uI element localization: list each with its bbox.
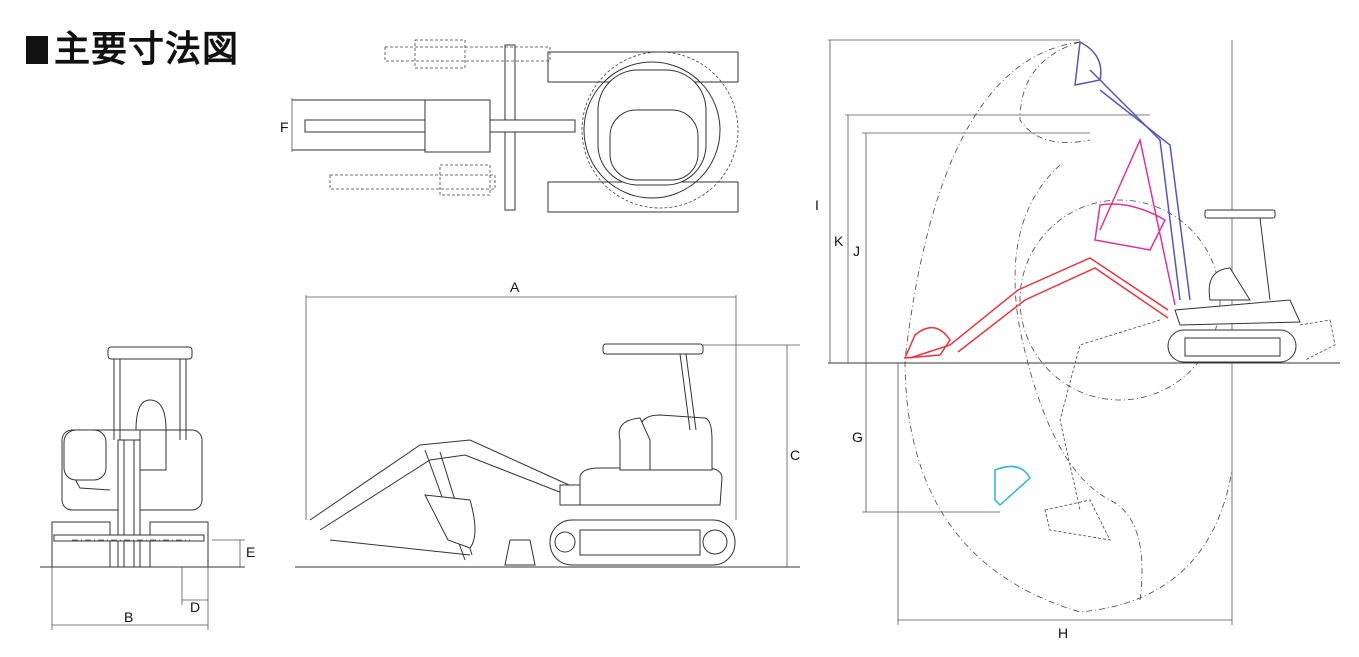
label-a: A xyxy=(510,279,520,295)
label-g: G xyxy=(852,429,863,445)
page-title: 主要寸法図 xyxy=(26,32,239,68)
title-square-icon xyxy=(26,36,48,64)
side-view: A C xyxy=(295,279,800,568)
label-i: I xyxy=(815,197,819,213)
label-k: K xyxy=(834,233,844,249)
front-view: E D B xyxy=(40,346,255,630)
label-b: B xyxy=(124,609,133,625)
top-view: F xyxy=(280,39,739,213)
label-d: D xyxy=(190,599,200,615)
working-range-view: I K J G H xyxy=(815,39,1340,641)
label-f: F xyxy=(280,119,289,135)
label-e: E xyxy=(246,544,255,560)
label-j: J xyxy=(853,243,860,259)
label-c: C xyxy=(790,447,800,463)
label-h: H xyxy=(1058,625,1068,641)
